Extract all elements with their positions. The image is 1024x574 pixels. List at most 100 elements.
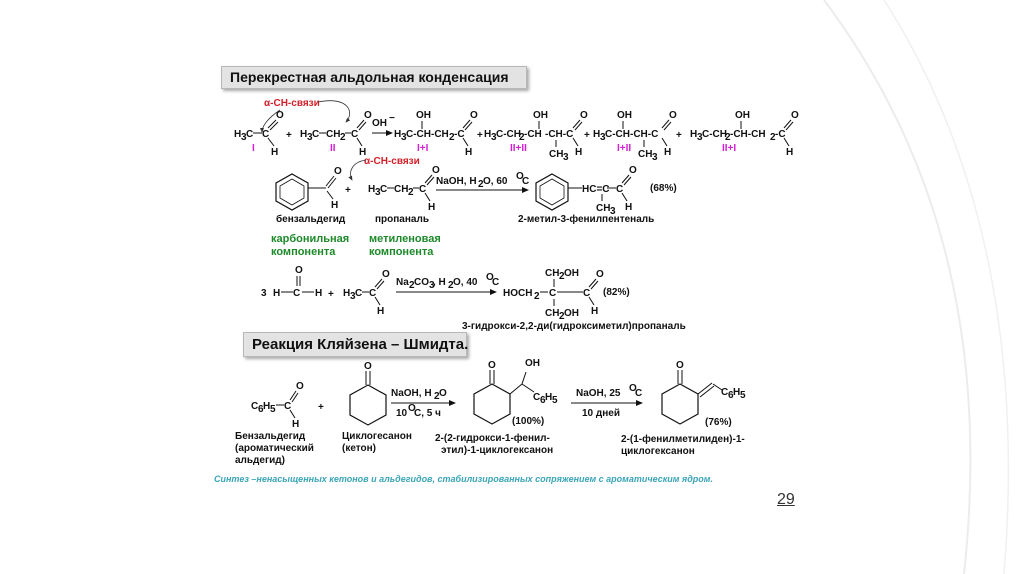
label-benz-1: Бензальдегид <box>235 431 306 442</box>
svg-text:OH: OH <box>564 308 579 319</box>
yield-68: (68%) <box>650 183 677 194</box>
svg-text:2: 2 <box>478 179 484 190</box>
label-prod2-1: 2-(1-фенилметилиден)-1- <box>621 433 745 445</box>
alpha-ch-label-1: α-CH-связи <box>264 98 320 109</box>
svg-text:10: 10 <box>396 408 408 419</box>
svg-text:O: O <box>516 171 524 182</box>
roman-i-plus-ii: I+II <box>617 143 631 154</box>
svg-text:, H: , H <box>433 277 446 288</box>
svg-text:C: C <box>492 277 499 288</box>
reagent-na2co3: Na 2 CO 3 , H 2 O, 40 O C <box>396 272 499 295</box>
svg-text:-CH: -CH <box>524 129 542 140</box>
svg-text:2: 2 <box>534 291 540 302</box>
svg-text:O, 60: O, 60 <box>483 176 508 187</box>
svg-text:OH: OH <box>416 110 431 121</box>
svg-text:H: H <box>273 288 280 299</box>
svg-text:2: 2 <box>559 271 565 282</box>
slide-decoration <box>823 0 1010 574</box>
product-methylphenylpentenal: HC=C C O H CH 3 <box>535 165 637 217</box>
product-ii-i: OH H 3 C-CH 2 -CH-CH 2 -C O H <box>690 110 799 158</box>
plus-1: + <box>286 130 292 141</box>
cyclohexanone-structure: O <box>349 361 387 426</box>
product-trihydroxymethyl: CH 2 OH HOCH 2 C C O H CH 2 OH <box>503 268 604 322</box>
svg-text:H: H <box>591 306 598 317</box>
svg-text:C: C <box>583 288 590 299</box>
svg-text:CH: CH <box>545 308 559 319</box>
svg-text:H: H <box>690 129 697 140</box>
svg-text:C-CH-CH-C: C-CH-CH-C <box>605 129 658 140</box>
svg-text:H: H <box>315 288 322 299</box>
benzaldehyde-formula-2: C 6 H 5 C O H <box>251 381 304 430</box>
svg-text:3: 3 <box>697 132 703 143</box>
reaction-4: C 6 H 5 C O H + O NaOH, H <box>235 358 746 466</box>
label-benz-2: (ароматический <box>235 443 314 454</box>
svg-text:NaOH, H: NaOH, H <box>436 176 477 187</box>
svg-text:O: O <box>364 110 372 121</box>
svg-text:10 дней: 10 дней <box>582 408 620 419</box>
product-i-i: OH H 3 C-CH-CH 2 -C O H <box>394 110 478 158</box>
svg-text:C: C <box>616 184 623 195</box>
svg-text:2: 2 <box>408 187 414 198</box>
footnote: Синтез –ненасыщенных кетонов и альдегидо… <box>214 474 713 484</box>
roman-i-plus-i: I+I <box>417 143 429 154</box>
reagent-naoh-25c: NaOH, 25 O C 10 дней <box>571 383 643 419</box>
svg-text:O: O <box>629 383 637 394</box>
svg-text:2: 2 <box>725 132 731 143</box>
svg-text:C: C <box>635 388 642 399</box>
svg-text:H: H <box>394 129 401 140</box>
svg-text:2: 2 <box>448 280 454 291</box>
svg-text:H: H <box>575 147 582 158</box>
svg-text:6: 6 <box>728 390 734 401</box>
svg-text:5: 5 <box>552 395 558 406</box>
label-methylene-1: метиленовая <box>369 233 441 245</box>
label-prod1-2: этил)-1-циклогексанон <box>441 445 553 456</box>
formaldehyde-formula: H C O H <box>273 265 322 299</box>
catalyst-oh: OH <box>372 118 387 129</box>
svg-text:H: H <box>545 392 552 403</box>
svg-text:O: O <box>382 269 390 280</box>
svg-text:C: C <box>721 387 728 398</box>
svg-text:C: C <box>419 184 426 195</box>
yield-76: (76%) <box>705 417 732 428</box>
svg-text:+: + <box>477 130 483 141</box>
svg-text:H: H <box>263 401 270 412</box>
svg-text:3: 3 <box>610 206 616 217</box>
svg-text:-C: -C <box>454 129 465 140</box>
svg-text:H: H <box>343 288 350 299</box>
svg-text:NaOH, 25: NaOH, 25 <box>576 388 621 399</box>
svg-text:NaOH, H: NaOH, H <box>391 388 432 399</box>
svg-text:6: 6 <box>258 404 264 415</box>
svg-text:3: 3 <box>491 132 497 143</box>
yield-100: (100%) <box>512 416 544 427</box>
label-prod1-1: 2-(2-гидрокси-1-фенил- <box>435 432 550 444</box>
svg-text:C: C <box>533 392 540 403</box>
label-propanal: пропаналь <box>375 214 429 225</box>
svg-text:O: O <box>432 165 440 176</box>
svg-text:OH: OH <box>617 110 632 121</box>
label-carbonyl-2: компонента <box>271 246 336 258</box>
label-prod2-2: циклогексанон <box>621 446 695 457</box>
svg-text:H: H <box>368 184 375 195</box>
label-benzaldehyde: бензальдегид <box>276 213 346 225</box>
r1-h: H <box>234 129 241 140</box>
svg-text:−: − <box>389 113 395 124</box>
svg-text:OH: OH <box>564 268 579 279</box>
svg-text:5: 5 <box>270 404 276 415</box>
reagent-naoh-60: NaOH, H 2 O, 60 O C <box>436 171 529 193</box>
svg-text:2: 2 <box>519 132 525 143</box>
svg-text:H: H <box>359 147 366 158</box>
svg-text:3: 3 <box>401 132 407 143</box>
title-crossed-aldol: Перекрестная альдольная конденсация <box>221 66 527 89</box>
svg-text:C: C <box>312 129 319 140</box>
svg-text:O: O <box>470 110 478 121</box>
svg-text:O: O <box>580 110 588 121</box>
roman-ii-plus-ii: II+II <box>510 143 527 154</box>
svg-text:C-CH: C-CH <box>496 129 521 140</box>
svg-text:3: 3 <box>307 132 313 143</box>
svg-text:CH: CH <box>394 184 408 195</box>
svg-text:2: 2 <box>434 391 440 402</box>
svg-text:O: O <box>488 360 496 371</box>
label-benz-3: альдегид) <box>235 455 285 466</box>
svg-text:CO: CO <box>414 277 429 288</box>
svg-text:H: H <box>786 147 793 158</box>
